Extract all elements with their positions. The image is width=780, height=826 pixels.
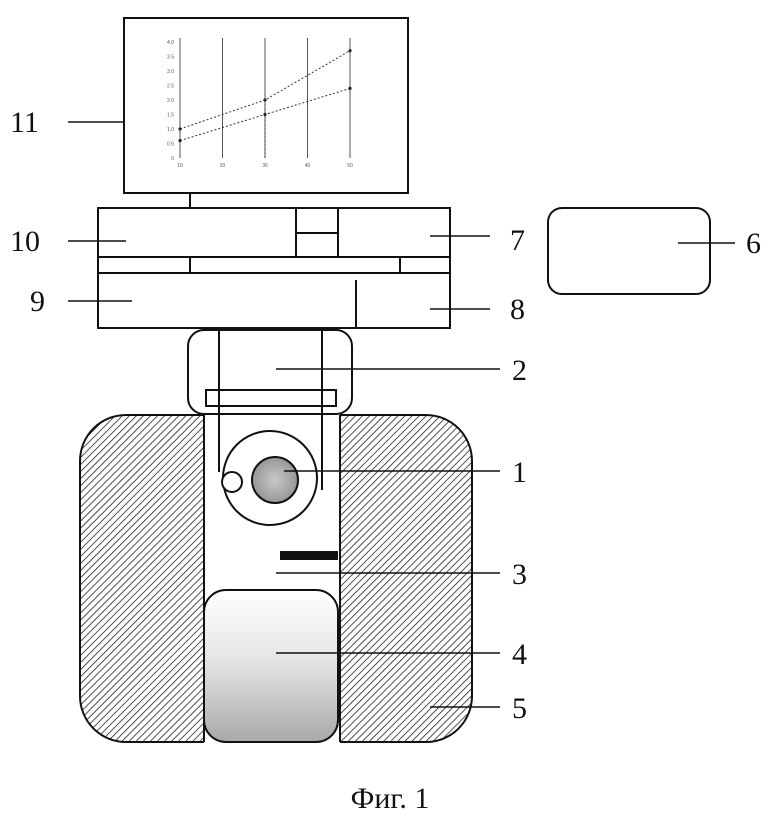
label-6: 6 [746,227,761,260]
element-3 [280,551,338,560]
chart-x-tick: 10 [177,163,183,169]
label-2: 2 [512,354,527,387]
chart-point [178,139,181,142]
chart-y-tick: 3.5 [167,55,174,61]
chart-y-tick: 1.0 [167,127,174,133]
chart-y-tick: 2.0 [167,98,174,104]
chart-y-tick: 1.5 [167,113,174,119]
monitor-11: 10 20 30 40 50 0 0.5 1.0 1.5 2.0 2.5 3.0 3.5 4.0 [124,18,408,208]
label-4: 4 [512,638,527,671]
chart-y-tick: 4.0 [167,40,174,46]
chart-y-tick: 0.5 [167,142,174,148]
chart-y-tick: 3.0 [167,69,174,75]
chart-x-tick: 20 [220,163,226,169]
label-5: 5 [512,692,527,725]
label-11: 11 [10,106,39,139]
holder-2 [188,330,352,414]
label-8: 8 [510,293,525,326]
unit-6 [548,208,710,294]
label-3: 3 [512,558,527,591]
chart-x-tick: 50 [347,163,353,169]
chart-y-tick: 2.5 [167,84,174,90]
label-10: 10 [10,225,40,258]
label-1: 1 [512,456,527,489]
chart-x-tick: 40 [305,163,311,169]
chart-point [178,127,181,130]
control-unit [98,208,450,328]
container-4 [204,590,338,742]
sample-cell-1 [222,431,317,525]
chart-y-tick: 0 [171,156,174,162]
chart-point [348,87,351,90]
label-7: 7 [510,224,525,257]
figure-caption: Фиг. 1 [0,782,780,816]
chart-x-tick: 30 [262,163,268,169]
label-9: 9 [30,285,45,318]
chart-point [348,49,351,52]
